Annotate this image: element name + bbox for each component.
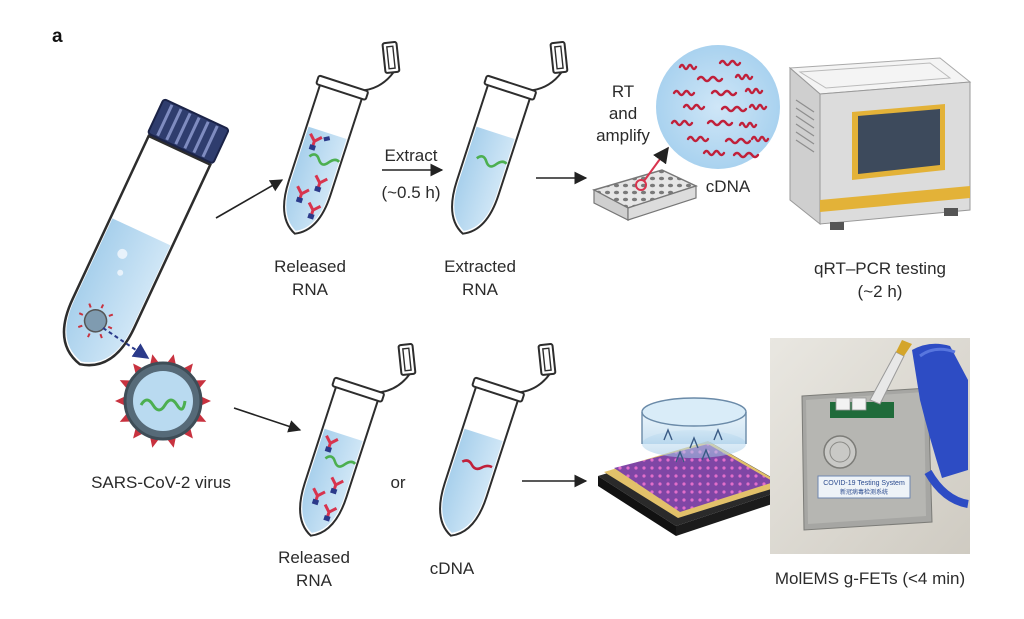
virus-spike [182,363,193,376]
molems-label: MolEMS g-FETs (<4 min) [775,569,965,588]
released-rna-bottom-label-1: Released [278,548,350,567]
released-rna-top-label-2: RNA [292,280,329,299]
cdna-bottom-label: cDNA [430,559,475,578]
extract-label: Extract [385,146,438,165]
released-rna-top-label-1: Released [274,257,346,276]
cdna-strand [734,73,754,81]
sample-tube [62,98,230,367]
virus-spike [133,363,144,376]
cdna-top-label: cDNA [706,177,751,196]
panel-label: a [52,26,63,47]
cdna-strand [678,63,698,71]
extracted-rna-label-2: RNA [462,280,499,299]
extracted-rna-label-1: Extracted [444,257,516,276]
released-rna-bottom-label-2: RNA [296,571,333,590]
extract-time-label: (~0.5 h) [381,183,440,202]
cdna-strand [738,121,758,129]
cdna-strand [724,137,752,145]
device-label-cn: 新冠病毒检测系统 [840,488,888,496]
cdna-strand [720,105,748,113]
cdna-strand [732,151,760,159]
device-photo: COVID-19 Testing System 新冠病毒检测系统 [770,338,970,554]
gfet-chip [598,397,790,536]
cdna-strand [750,135,770,143]
or-label: or [390,473,405,492]
rt-label-1: RT [612,82,634,101]
cdna-strand [696,75,724,83]
pcr-machine [788,57,972,230]
released-rna-tube-bottom [285,323,425,552]
cdna-strand [702,149,726,157]
cdna-tube [425,323,565,552]
virus-label: SARS-CoV-2 virus [91,473,231,492]
virus-spike [133,426,144,439]
cdna-strand [748,103,768,111]
extracted-rna-tube [437,21,577,250]
arrow-to-released-top [215,179,284,219]
virus-spike [115,396,126,406]
qrt-pcr-time-label: (~2 h) [858,282,903,301]
cdna-strand [710,89,738,97]
zoom-arrow [102,327,150,359]
cdna-strand [718,59,742,67]
rt-label-3: amplify [596,126,650,145]
cdna-strand [686,135,710,143]
virus-illustration [115,354,211,448]
rt-label-2: and [609,104,637,123]
virus-spike [200,396,211,406]
released-rna-tube-top [269,21,409,250]
virus-spike [182,426,193,439]
qrt-pcr-label: qRT–PCR testing [814,259,946,278]
cdna-strand [670,119,694,127]
cdna-strand [682,103,706,111]
arrow-to-released-bottom [233,407,302,433]
device-label: COVID-19 Testing System [823,480,905,487]
cdna-strand [672,89,696,97]
cdna-circle [656,45,780,169]
well-plate [592,146,699,221]
cdna-strand [744,87,764,95]
cdna-strand [706,119,734,127]
